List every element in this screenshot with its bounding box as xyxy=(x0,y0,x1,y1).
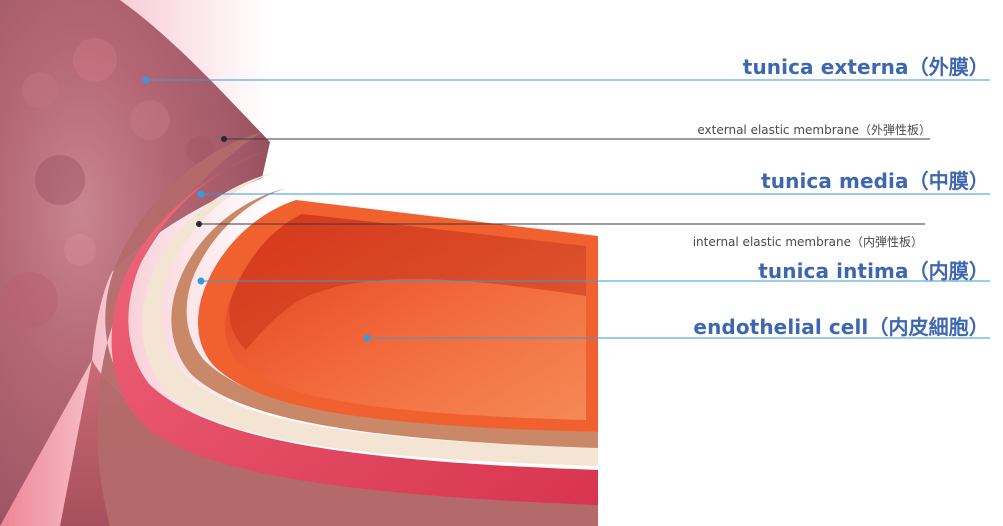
label-tunica-intima: tunica intima（内膜） xyxy=(758,255,989,284)
label-tunica-externa: tunica externa（外膜） xyxy=(743,51,989,80)
label-endothelial-cell: endothelial cell（内皮細胞） xyxy=(693,311,989,340)
cross-section xyxy=(97,132,598,526)
label-tunica-media: tunica media（中膜） xyxy=(761,165,989,194)
label-external-elastic-membrane: external elastic membrane（外弾性板） xyxy=(697,121,931,138)
label-internal-elastic-membrane: internal elastic membrane（内弾性板） xyxy=(693,233,923,250)
